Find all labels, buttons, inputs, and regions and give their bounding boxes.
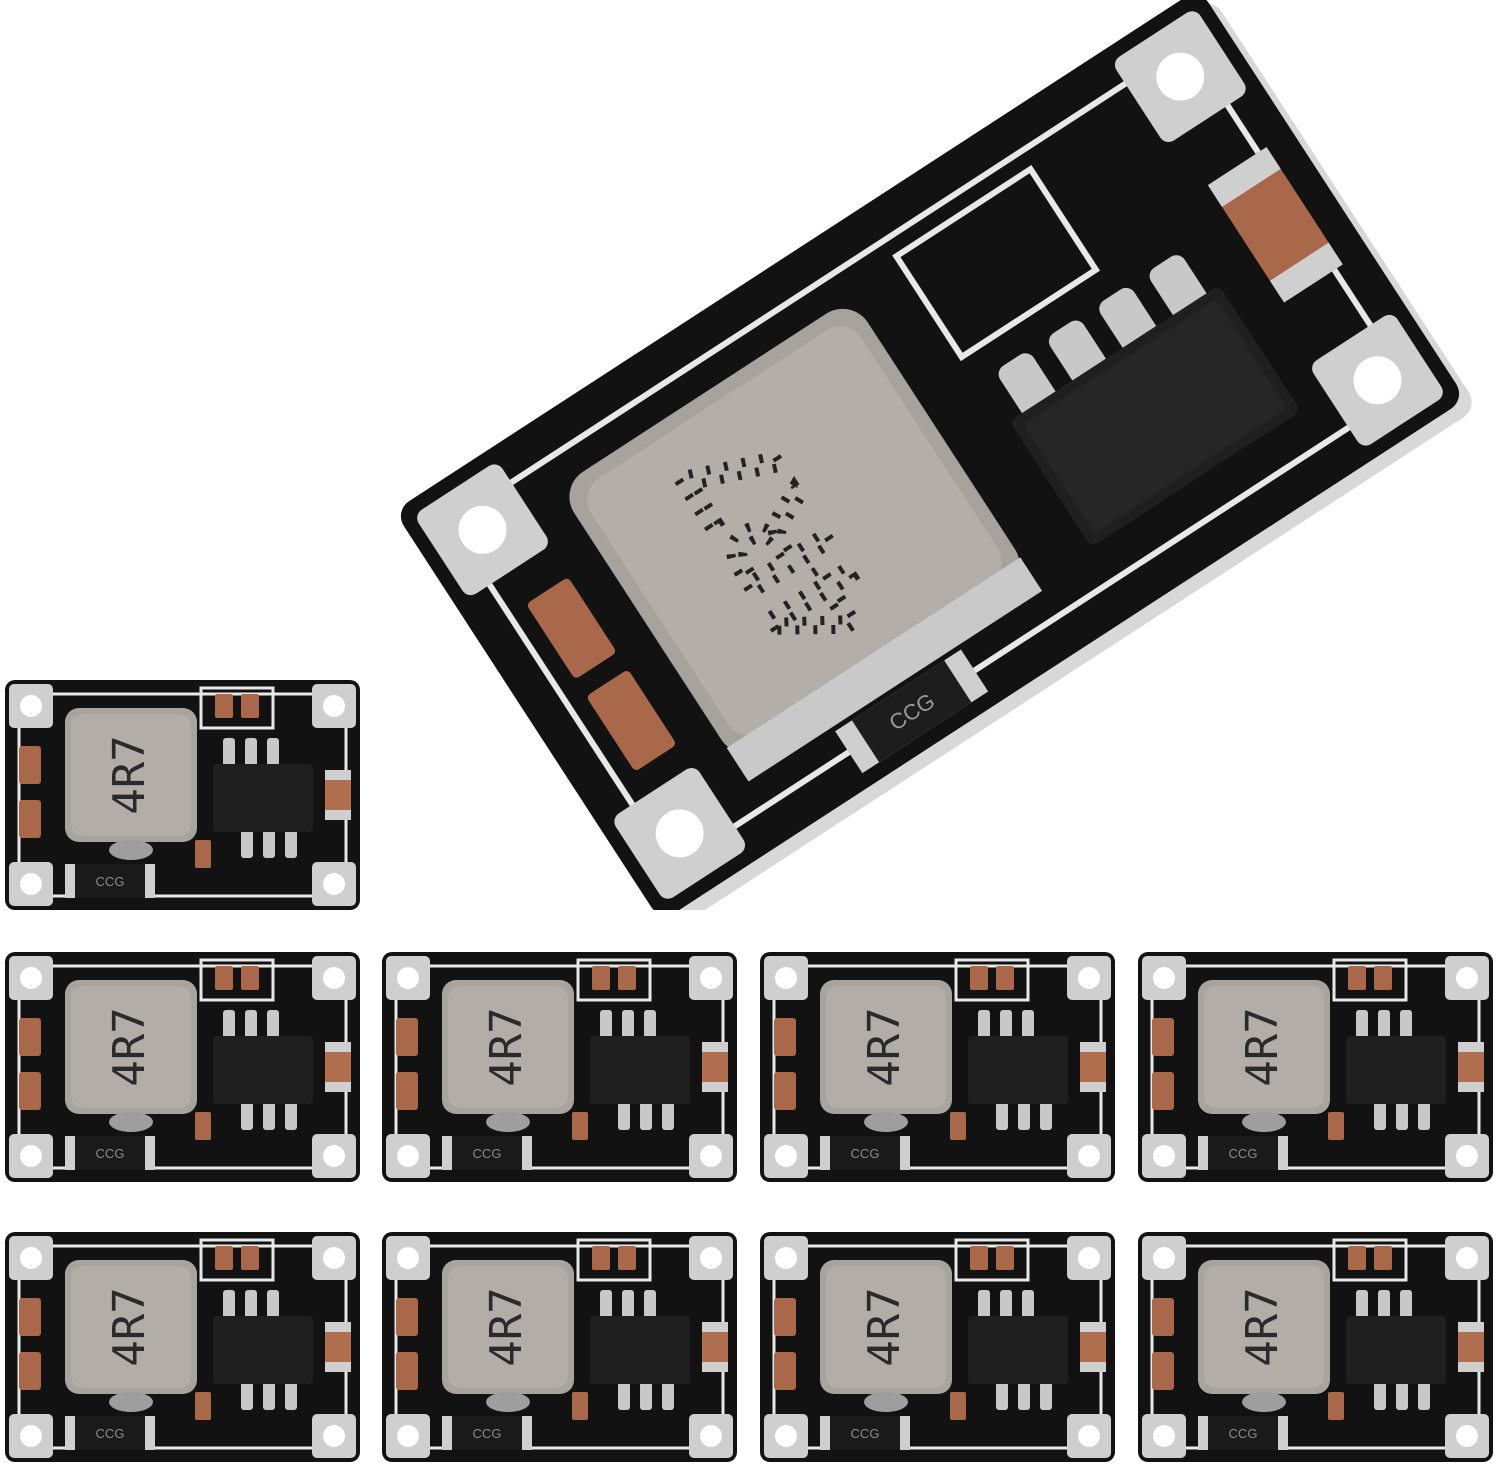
diode-marking: CCG bbox=[851, 1146, 880, 1161]
diode-marking: CCG bbox=[96, 874, 125, 889]
side-capacitors bbox=[774, 1298, 1106, 1390]
small-smd-parts bbox=[195, 694, 259, 868]
inductor-marking: 4R7 bbox=[1237, 1287, 1288, 1366]
inductor: 4R7 bbox=[65, 1260, 197, 1412]
small-buck-module: 4R7 bbox=[5, 952, 360, 1182]
inductor: 4R7 bbox=[820, 1260, 952, 1412]
small-smd-parts bbox=[572, 966, 636, 1140]
hero-buck-module: 4R7 bbox=[360, 0, 1500, 910]
mounting-pads bbox=[9, 1236, 356, 1458]
mounting-pads bbox=[764, 956, 1111, 1178]
small-buck-module: 4R7 bbox=[1138, 952, 1493, 1182]
regulator-ic bbox=[1346, 1290, 1446, 1410]
inductor-marking: 4R7 bbox=[1237, 1007, 1288, 1086]
diode: CCG bbox=[1198, 1416, 1288, 1450]
diode: CCG bbox=[820, 1136, 910, 1170]
mounting-pads bbox=[764, 1236, 1111, 1458]
hero-regulator-ic bbox=[998, 255, 1298, 545]
inductor-marking: 4R7 bbox=[104, 1287, 155, 1366]
small-smd-parts bbox=[1328, 966, 1392, 1140]
diode-marking: CCG bbox=[96, 1146, 125, 1161]
small-smd-parts bbox=[950, 966, 1014, 1140]
inductor-marking: 4R7 bbox=[859, 1287, 910, 1366]
hero-inductor: 4R7 bbox=[569, 308, 1043, 782]
inductor: 4R7 bbox=[65, 980, 197, 1132]
inductor: 4R7 bbox=[820, 980, 952, 1132]
small-buck-module: 4R7 bbox=[382, 1232, 737, 1462]
diode-marking: CCG bbox=[96, 1426, 125, 1441]
diode: CCG bbox=[65, 864, 155, 898]
mounting-pads bbox=[1142, 1236, 1489, 1458]
diode-marking: CCG bbox=[1229, 1426, 1258, 1441]
diode: CCG bbox=[1198, 1136, 1288, 1170]
inductor-marking: 4R7 bbox=[104, 735, 155, 814]
small-buck-module: 4R7 bbox=[5, 1232, 360, 1462]
small-buck-module: 4R7 bbox=[760, 952, 1115, 1182]
side-capacitors bbox=[19, 1298, 351, 1390]
mounting-pads bbox=[386, 1236, 733, 1458]
small-smd-parts bbox=[195, 966, 259, 1140]
regulator-ic bbox=[213, 1290, 313, 1410]
diode: CCG bbox=[442, 1416, 532, 1450]
mounting-pads bbox=[386, 956, 733, 1178]
small-smd-parts bbox=[1328, 1246, 1392, 1420]
mounting-pads bbox=[1142, 956, 1489, 1178]
diode: CCG bbox=[442, 1136, 532, 1170]
side-capacitors bbox=[396, 1298, 728, 1390]
side-capacitors bbox=[1152, 1018, 1484, 1110]
side-capacitors bbox=[396, 1018, 728, 1110]
diode-marking: CCG bbox=[473, 1146, 502, 1161]
small-buck-module: 4R7 bbox=[1138, 1232, 1493, 1462]
inductor-marking: 4R7 bbox=[104, 1007, 155, 1086]
small-smd-parts bbox=[950, 1246, 1014, 1420]
inductor: 4R7 bbox=[1198, 980, 1330, 1132]
side-capacitors bbox=[774, 1018, 1106, 1110]
small-buck-module: 4R7 bbox=[382, 952, 737, 1182]
side-capacitors bbox=[1152, 1298, 1484, 1390]
hero-capacitors bbox=[527, 147, 1343, 770]
mounting-pads bbox=[9, 684, 356, 906]
inductor-marking: 4R7 bbox=[481, 1007, 532, 1086]
diode-marking: CCG bbox=[851, 1426, 880, 1441]
regulator-ic bbox=[968, 1010, 1068, 1130]
inductor-marking: 4R7 bbox=[859, 1007, 910, 1086]
small-buck-module: 4R7 bbox=[760, 1232, 1115, 1462]
inductor: 4R7 bbox=[1198, 1260, 1330, 1412]
regulator-ic bbox=[213, 1010, 313, 1130]
hero-mounting-pads bbox=[417, 11, 1443, 899]
regulator-ic bbox=[213, 738, 313, 858]
regulator-ic bbox=[968, 1290, 1068, 1410]
inductor: 4R7 bbox=[442, 1260, 574, 1412]
inductor-marking: 4R7 bbox=[481, 1287, 532, 1366]
diode: CCG bbox=[820, 1416, 910, 1450]
inductor: 4R7 bbox=[442, 980, 574, 1132]
regulator-ic bbox=[590, 1290, 690, 1410]
hero-diode: CCG bbox=[835, 649, 989, 774]
regulator-ic bbox=[590, 1010, 690, 1130]
side-capacitors bbox=[19, 746, 351, 838]
mounting-pads bbox=[9, 956, 356, 1178]
diode: CCG bbox=[65, 1416, 155, 1450]
diode: CCG bbox=[65, 1136, 155, 1170]
inductor: 4R7 bbox=[65, 708, 197, 860]
small-buck-module: 4R7 bbox=[5, 680, 360, 910]
diode-marking: CCG bbox=[1229, 1146, 1258, 1161]
small-smd-parts bbox=[572, 1246, 636, 1420]
diode-marking: CCG bbox=[473, 1426, 502, 1441]
regulator-ic bbox=[1346, 1010, 1446, 1130]
side-capacitors bbox=[19, 1018, 351, 1110]
small-smd-parts bbox=[195, 1246, 259, 1420]
